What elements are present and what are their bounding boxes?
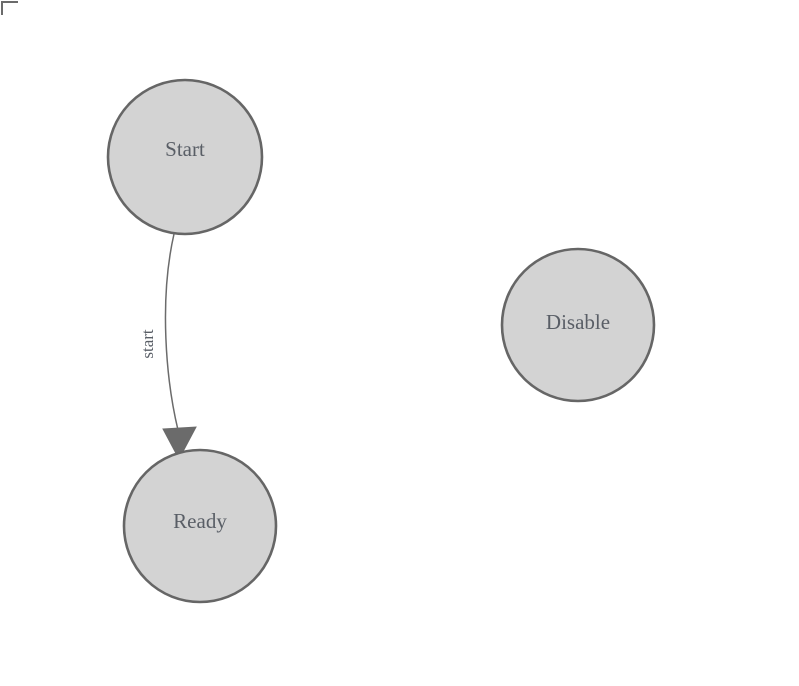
selection-corner-mark-icon bbox=[1, 1, 18, 15]
node-ready-label: Ready bbox=[173, 509, 227, 533]
node-start-label: Start bbox=[165, 137, 205, 161]
edge-line bbox=[164, 233, 179, 431]
node-disable-shape bbox=[500, 247, 656, 403]
arrowhead-icon bbox=[162, 426, 197, 461]
node-disable-label: Disable bbox=[546, 310, 610, 334]
node-start[interactable]: Start bbox=[106, 78, 264, 236]
node-ready-shape bbox=[122, 448, 278, 604]
node-ready[interactable]: Ready bbox=[122, 448, 278, 604]
node-disable[interactable]: Disable bbox=[500, 247, 656, 403]
node-start-shape bbox=[106, 78, 264, 236]
edge-start-to-ready[interactable]: start bbox=[138, 233, 197, 461]
edge-label-start: start bbox=[138, 329, 157, 359]
